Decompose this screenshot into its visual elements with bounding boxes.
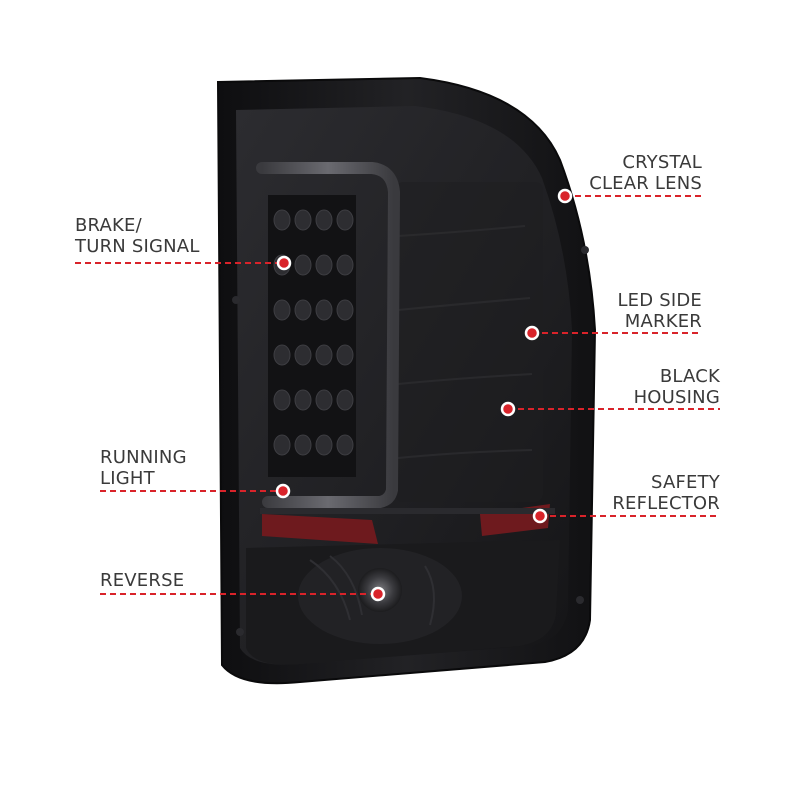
led-element	[336, 209, 354, 231]
light-bar	[256, 162, 401, 508]
left-reflector	[262, 514, 378, 544]
led-element	[273, 434, 291, 456]
reverse-facets	[309, 555, 435, 626]
label-brake-line2: TURN SIGNAL	[75, 236, 200, 257]
label-running-line2: LIGHT	[100, 468, 155, 489]
led-element	[273, 344, 291, 366]
callout-dot-brake-turn	[276, 255, 292, 271]
label-reverse: REVERSE	[100, 570, 184, 591]
led-element	[336, 299, 354, 321]
callout-dot-led-marker	[524, 325, 540, 341]
mounting-bolts	[232, 246, 589, 636]
label-led-side-marker: LED SIDE MARKER	[617, 290, 702, 332]
label-reflector-line2: REFLECTOR	[612, 493, 720, 514]
led-element	[315, 389, 333, 411]
led-element	[336, 434, 354, 456]
led-element	[336, 344, 354, 366]
label-marker-line1: LED SIDE	[617, 290, 702, 311]
led-element	[315, 254, 333, 276]
led-element	[294, 434, 312, 456]
callout-dot-crystal-lens	[557, 188, 573, 204]
label-crystal-line2: CLEAR LENS	[589, 173, 702, 194]
label-reflector-line1: SAFETY	[651, 472, 720, 493]
led-element	[273, 389, 291, 411]
label-housing-line2: HOUSING	[633, 387, 720, 408]
upper-panel	[395, 182, 543, 502]
led-element	[273, 209, 291, 231]
label-marker-line2: MARKER	[624, 311, 702, 332]
led-element	[294, 344, 312, 366]
label-black-housing: BLACK HOUSING	[634, 366, 720, 408]
label-safety-reflector: SAFETY REFLECTOR	[612, 472, 720, 514]
callout-lines	[75, 188, 720, 602]
label-brake-line1: BRAKE/	[75, 215, 142, 236]
callout-dot-reflector	[532, 508, 548, 524]
label-crystal-clear-lens: CRYSTAL CLEAR LENS	[589, 152, 702, 194]
led-element	[315, 434, 333, 456]
led-grid	[273, 209, 354, 456]
label-housing-line1: BLACK	[659, 366, 720, 387]
callout-dot-housing	[500, 401, 516, 417]
led-element	[315, 344, 333, 366]
led-element	[294, 254, 312, 276]
led-element	[273, 299, 291, 321]
label-crystal-line1: CRYSTAL	[622, 152, 702, 173]
label-running-light: RUNNING LIGHT	[100, 447, 187, 489]
led-element	[294, 389, 312, 411]
label-brake-turn-signal: BRAKE/ TURN SIGNAL	[75, 215, 200, 257]
led-element	[294, 209, 312, 231]
led-element	[336, 389, 354, 411]
led-element	[315, 299, 333, 321]
led-element	[294, 299, 312, 321]
label-reverse-line1: REVERSE	[100, 570, 185, 591]
reflector-strip	[260, 508, 555, 514]
led-element	[315, 209, 333, 231]
led-element	[336, 254, 354, 276]
callout-dot-running	[275, 483, 291, 499]
label-running-line1: RUNNING	[100, 447, 187, 468]
led-block	[268, 195, 356, 477]
callout-dot-reverse	[370, 586, 386, 602]
